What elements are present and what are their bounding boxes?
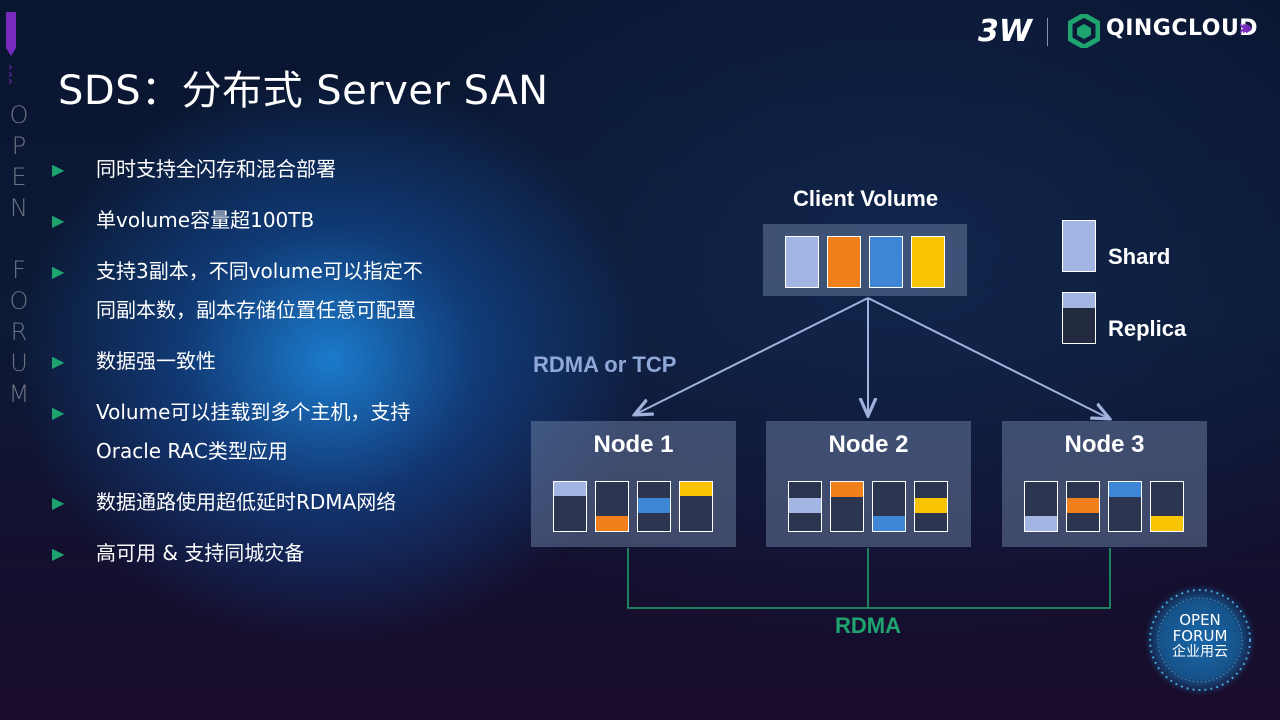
vertical-brand-letter: F <box>12 256 26 284</box>
vertical-brand-letter: N <box>10 194 28 222</box>
replica-cell <box>1066 481 1100 532</box>
client-volume-label: Client Volume <box>793 186 939 211</box>
replica-cell <box>679 481 713 532</box>
replica-cell <box>914 481 948 532</box>
vertical-brand-letter: E <box>11 163 27 191</box>
logo-3w: 3W <box>978 14 1032 49</box>
link-arrow-node1 <box>636 297 869 414</box>
accent-bar <box>0 12 22 60</box>
logo-qingcloud: QINGCLOUD <box>1106 16 1259 41</box>
node-box-1: Node 1 <box>531 421 736 547</box>
list-item: ▶ 同时支持全闪存和混合部署 <box>52 150 456 189</box>
vertical-brand-letter: U <box>10 349 28 377</box>
client-volume-box <box>763 224 967 296</box>
rdma-link <box>627 548 1111 609</box>
legend-shard-swatch <box>1062 220 1096 272</box>
legend-replica-label: Replica <box>1108 316 1187 341</box>
node-title: Node 2 <box>828 431 909 458</box>
vertical-brand-letter: O <box>9 287 29 315</box>
legend-replica-swatch <box>1062 292 1096 344</box>
shard-orange <box>827 236 861 288</box>
bullet-arrow-icon: ▶ <box>52 160 65 179</box>
shard-blue <box>869 236 903 288</box>
bullet-arrow-icon: ▶ <box>52 493 65 512</box>
rdma-label: RDMA <box>835 613 901 638</box>
list-item: ▶ 单volume容量超100TB <box>52 201 456 240</box>
replica-cell <box>595 481 629 532</box>
bullet-arrow-icon: ▶ <box>52 544 65 563</box>
replica-cell <box>830 481 864 532</box>
qingcloud-logo-icon <box>1068 14 1100 48</box>
vertical-brand-letter: O <box>9 101 29 129</box>
replica-cell <box>1024 481 1058 532</box>
link-arrow-node3 <box>867 297 1108 418</box>
replica-cell <box>553 481 587 532</box>
link-label: RDMA or TCP <box>533 352 677 377</box>
node-box-2: Node 2 <box>766 421 971 547</box>
replica-cell <box>788 481 822 532</box>
bullet-list: ▶ 同时支持全闪存和混合部署 ▶ 单volume容量超100TB ▶ 支持3副本… <box>52 150 472 585</box>
shard-lightblue <box>785 236 819 288</box>
openforum-globe-icon <box>1144 584 1256 696</box>
vertical-brand-letter: M <box>8 380 30 408</box>
list-item: ▶ 高可用 & 支持同城灾备 <box>52 534 456 573</box>
openforum-logo-text: OPEN FORUM 企业用云 <box>1172 611 1228 660</box>
list-item: ▶ Volume可以挂载到多个主机，支持Oracle RAC类型应用 <box>52 393 420 471</box>
replica-cell <box>872 481 906 532</box>
bullet-arrow-icon: ▶ <box>52 352 65 371</box>
page-title: SDS：分布式 Server SAN <box>58 68 549 114</box>
replica-cell <box>637 481 671 532</box>
replica-cell <box>1150 481 1184 532</box>
replica-cell <box>1108 481 1142 532</box>
bullet-arrow-icon: ▶ <box>52 211 65 230</box>
legend-shard-label: Shard <box>1108 244 1171 269</box>
list-item: ▶ 数据强一致性 <box>52 342 456 381</box>
logo-divider <box>1047 18 1048 46</box>
chevron-down-icon: ››› <box>8 60 13 88</box>
shard-yellow <box>911 236 945 288</box>
list-item: ▶ 数据通路使用超低延时RDMA网络 <box>52 483 496 522</box>
vertical-brand-letter: P <box>11 132 27 160</box>
node-box-3: Node 3 <box>1002 421 1207 547</box>
node-title: Node 3 <box>1064 431 1145 458</box>
node-title: Node 1 <box>593 431 674 458</box>
bullet-arrow-icon: ▶ <box>52 262 65 281</box>
bullet-arrow-icon: ▶ <box>52 403 65 422</box>
list-item: ▶ 支持3副本，不同volume可以指定不同副本数，副本存储位置任意可配置 <box>52 252 428 330</box>
vertical-brand-letter: R <box>10 318 28 346</box>
